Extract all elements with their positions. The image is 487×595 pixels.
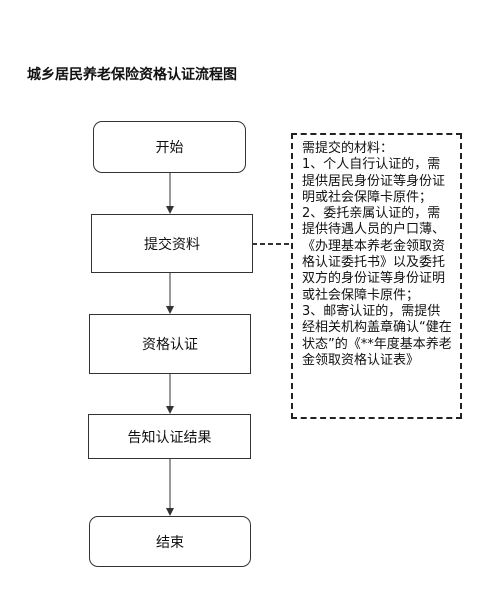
step-notify-label: 告知认证结果 [127, 429, 212, 446]
note-item-2: 2、委托亲属认证的，需提供待遇人员的户口薄、《办理基本养老金领取资格认证委托书》… [302, 206, 446, 303]
diagram-title: 城乡居民养老保险资格认证流程图 [27, 67, 237, 83]
step-verify-label: 资格认证 [142, 337, 198, 353]
note-heading: 需提交的材料： [302, 141, 394, 156]
note-item-1: 1、个人自行认证的，需提供居民身份证等身份证明或社会保障卡原件； [302, 157, 446, 205]
note-item-3: 3、邮寄认证的，需提供经相关机构盖章确认“健在状态”的《**年度基本养老金领取资… [302, 303, 452, 368]
step-submit: 提交资料 [91, 214, 253, 273]
step-start: 开始 [93, 121, 246, 173]
step-start-label: 开始 [155, 140, 184, 156]
step-submit-label: 提交资料 [144, 236, 200, 253]
step-end-label: 结束 [156, 534, 184, 551]
step-verify: 资格认证 [89, 314, 251, 374]
step-notify: 告知认证结果 [88, 414, 251, 459]
step-end: 结束 [89, 516, 251, 567]
materials-note: 需提交的材料： 1、个人自行认证的，需提供居民身份证等身份证明或社会保障卡原件；… [291, 133, 462, 419]
